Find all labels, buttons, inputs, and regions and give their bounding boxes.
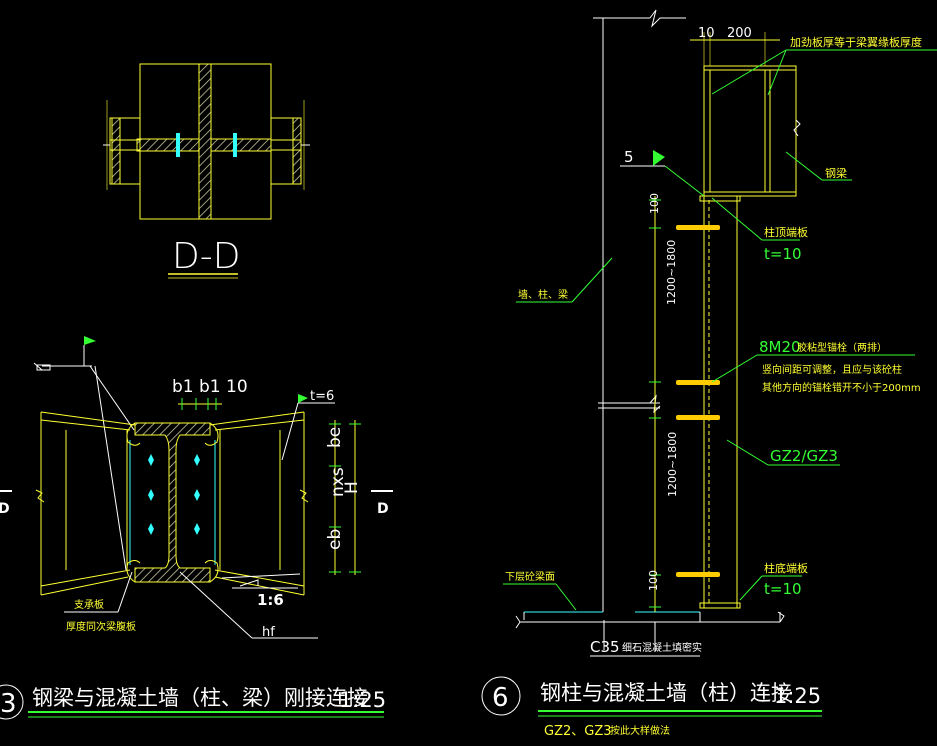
i-section [134, 422, 211, 583]
dd-bolt-right [233, 133, 237, 157]
d6-scale: 1:25 [774, 684, 821, 708]
d6-bolt-note1: 胶粘型锚栓（两排） [797, 341, 887, 354]
d3-H: H [342, 481, 362, 494]
dd-plate-right [210, 138, 272, 152]
d6-note-stiffener: 加劲板厚等于梁翼缘板厚度 [790, 35, 922, 49]
dd-beam-right-flange [292, 117, 302, 185]
d6-dim-1200-top: 1200~1800 [665, 240, 678, 305]
d6-bolt-spec: 8M20 [759, 338, 801, 356]
d6-t10-bottom: t=10 [764, 580, 802, 598]
d6-number-circle [481, 676, 521, 716]
dd-bolt-left [176, 133, 180, 157]
d6-concrete: C35 [590, 638, 620, 656]
dd-plate-left [136, 138, 200, 152]
d3-nxs: nxs [328, 467, 348, 497]
d6-concrete-note: 细石混凝土填密实 [622, 641, 702, 654]
section-dd: D-D [103, 63, 310, 279]
bolt-icon [194, 523, 200, 535]
d3-hf: hf [262, 625, 275, 640]
d3-title: 钢梁与混凝土墙（柱、梁）刚接连接 [32, 686, 368, 710]
d6-bottom-plate [699, 602, 741, 609]
d3-dim-top: b1 b1 10 [172, 377, 248, 397]
d6-bolt-note3: 其他方向的锚栓错开不小于200mm [762, 381, 921, 394]
d6-dim-1200-bottom: 1200~1800 [666, 432, 679, 497]
anchor-bolt-icon [676, 380, 720, 385]
d3-scale: 1:25 [339, 688, 386, 712]
dd-title: D-D [172, 236, 240, 277]
d6-subtitle-note: 按此大样做法 [610, 724, 670, 737]
weld-flag-icon [653, 150, 665, 166]
d6-dim-200: 200 [727, 26, 752, 41]
d6-note-wall: 墙、柱、梁 [518, 288, 568, 301]
weld-flag-icon [298, 394, 308, 403]
d6-anchors [676, 225, 720, 577]
d3-eb: eb [325, 529, 345, 550]
detail-3: b1 b1 10 t=6 be nxs eb H D [0, 336, 393, 720]
d3-note-plate: 支承板 [74, 598, 104, 611]
d6-dim-100-bottom: 100 [647, 570, 660, 591]
dd-wall-vertical [198, 63, 212, 220]
d3-number: 3 [0, 689, 17, 719]
d3-number-circle [0, 684, 24, 720]
weld-symbol-box [36, 364, 51, 371]
bolt-icon [194, 489, 200, 501]
d6-note-top-plate: 柱顶端板 [764, 225, 808, 239]
bolt-icon [148, 523, 154, 535]
bolt-icon [148, 489, 154, 501]
bolt-icon [148, 454, 154, 466]
dd-beam-left-flange [111, 117, 121, 185]
d6-dim-10: 10 [698, 26, 715, 41]
anchor-bolt-icon [676, 572, 720, 577]
d6-note-lower-beam: 下层砼梁面 [505, 570, 555, 583]
d3-be-top: be [325, 427, 345, 448]
d6-subtitle-code: GZ2、GZ3 [544, 724, 612, 739]
d6-t10-top: t=10 [764, 245, 802, 263]
detail-6: 10 200 加劲板厚等于梁翼缘板厚度 5 钢梁 100 1200~1800 1… [481, 9, 937, 739]
dd-beam-left [109, 117, 141, 185]
d6-note-bottom-plate: 柱底端板 [764, 561, 808, 575]
d6-number: 6 [492, 683, 509, 713]
d6-title: 钢柱与混凝土墙（柱）连接 [540, 681, 792, 705]
d3-t6: t=6 [310, 389, 334, 404]
d3-bolts [148, 454, 200, 535]
d6-bolt-note2: 竖向间距可调整，且应与该砼柱 [762, 363, 902, 376]
d6-steel-beam [703, 65, 797, 197]
d6-weld-5: 5 [624, 148, 634, 166]
d6-gz: GZ2/GZ3 [770, 447, 838, 465]
d6-top-plate [699, 195, 741, 202]
anchor-bolt-icon [676, 415, 720, 420]
anchor-bolt-icon [676, 225, 720, 230]
d3-D-left: D [0, 501, 10, 517]
d3-ratio: 1:6 [257, 591, 284, 609]
d6-dim-100-top: 100 [648, 193, 661, 214]
d3-note-plate2: 厚度同次梁腹板 [66, 620, 136, 633]
weld-flag-icon [84, 336, 96, 345]
d6-note-steel-beam: 钢梁 [825, 166, 847, 180]
d3-D-right: D [377, 501, 389, 517]
bolt-icon [194, 454, 200, 466]
